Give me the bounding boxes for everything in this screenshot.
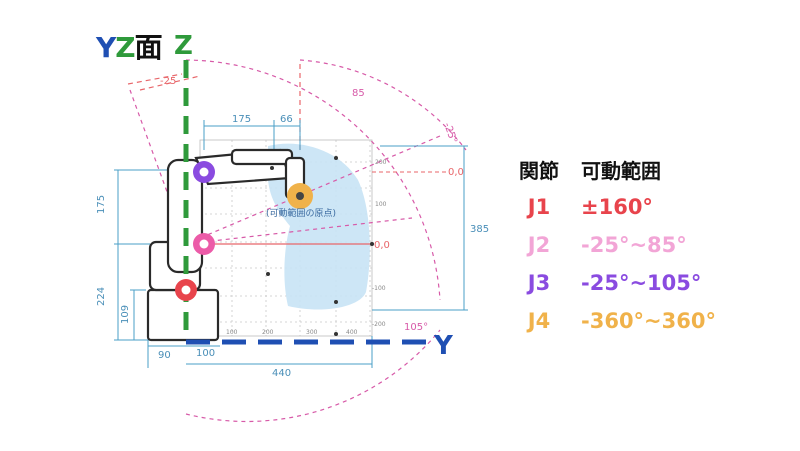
origin-note: (可動範囲の原点) [266,207,336,219]
title-y: Y [96,31,116,64]
legend-header: 関節 可動範囲 [503,150,763,188]
grid-tick-bottom: 400 [346,329,358,336]
angle-label-minus25-top: -25 [160,76,176,87]
angle-label-85: 85 [352,88,365,99]
legend-row-j1: J1 ±160° [503,188,763,226]
dim-90: 90 [158,350,171,361]
legend-joint: J4 [527,309,551,333]
workspace-points [266,156,374,336]
page-title: YZ面 [96,26,163,66]
grid-tick-right: 200 [375,159,387,166]
axis-label-z: Z [174,31,193,61]
legend-range: ±160° [581,195,653,219]
legend-joint: J2 [527,233,551,257]
grid-tick-right: 100 [375,201,387,208]
grid-tick-bottom: 200 [262,329,274,336]
axis-label-y: Y [433,331,454,361]
angle-label-105: 105° [404,322,428,333]
title-z: Z [115,31,135,64]
legend-range: -360°~360° [581,309,716,333]
grid-tick-bottom: 100 [226,329,238,336]
legend-row-j2: J2 -25°~85° [503,226,763,264]
dim-175-left: 175 [96,195,107,214]
legend-header-joint: 関節 [519,158,559,183]
legend-range: -25°~105° [581,271,702,295]
legend-header-range: 可動範囲 [581,158,661,183]
zero-marker-top: 0,0 [448,167,464,178]
grid-tick-bottom: 300 [306,329,318,336]
legend-row-j3: J3 -25°~105° [503,264,763,302]
legend-row-j4: J4 -360°~360° [503,302,763,340]
joint-range-legend: 関節 可動範囲 J1 ±160° J2 -25°~85° J3 -25°~105… [503,150,763,340]
dim-175-top: 175 [232,114,251,125]
legend-joint: J1 [527,195,551,219]
legend-range: -25°~85° [581,233,687,257]
dim-440: 440 [272,368,291,379]
reference-lines [127,60,301,150]
robot-arm [146,148,306,342]
legend-joint: J3 [527,271,551,295]
title-plane: 面 [134,31,163,64]
dim-100: 100 [196,348,215,359]
grid-tick-right: -200 [372,321,386,328]
grid-tick-right: -100 [372,285,386,292]
dim-224: 224 [96,287,107,306]
dim-66: 66 [280,114,293,125]
dim-385: 385 [470,224,489,235]
range-arcs [129,59,467,423]
zero-marker-mid: 0,0 [374,240,390,251]
angle-label-minus25-right: -25° [441,121,459,145]
dim-109: 109 [120,305,131,324]
